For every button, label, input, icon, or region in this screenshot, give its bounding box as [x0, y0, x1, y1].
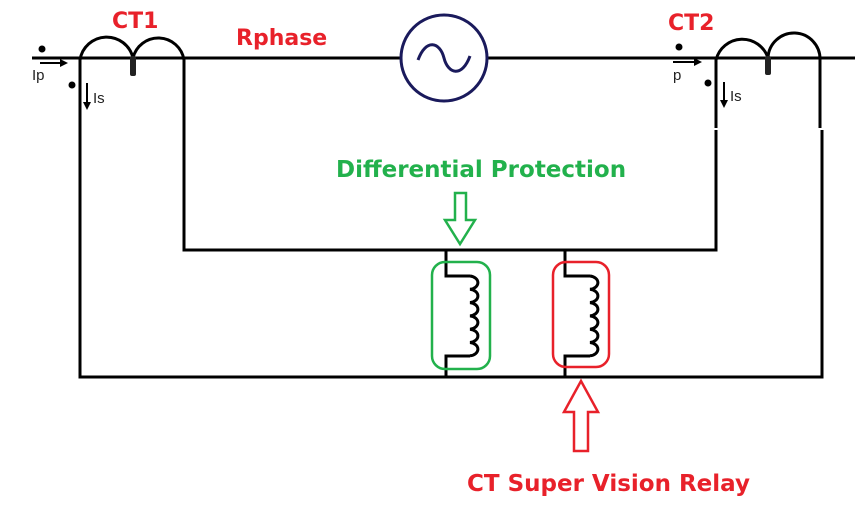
ct2-primary-polarity-dot [675, 43, 683, 51]
inner-loop-wire [182, 130, 718, 252]
ct2-core-tab [765, 56, 771, 75]
ct1-primary-polarity-dot [38, 45, 46, 53]
supervision-pointer-arrow [561, 378, 601, 453]
differential-relay [430, 250, 492, 377]
ct2-label: CT2 [668, 11, 714, 36]
supervision-relay-label: CT Super Vision Relay [467, 471, 750, 497]
ct1-ip-label: Ip [32, 67, 45, 84]
ct1-secondary-polarity-dot [68, 81, 76, 89]
differential-protection-label: Differential Protection [336, 157, 626, 183]
differential-relay-highlight [430, 260, 492, 371]
ct2-symbol: p Is [673, 31, 822, 128]
ct1-label: CT1 [112, 9, 158, 34]
ct1-is-label: Is [93, 90, 105, 107]
supervision-relay-highlight [551, 260, 611, 369]
ct2-ip-label: p [673, 67, 681, 84]
ct2-secondary-polarity-dot [704, 79, 712, 87]
differential-pointer-arrow [442, 191, 478, 247]
rphase-label: Rphase [236, 26, 327, 51]
ct1-symbol: Ip Is [32, 35, 186, 132]
ac-source [399, 13, 489, 103]
outer-loop-wire [78, 130, 824, 379]
sine-wave-icon [416, 43, 472, 73]
differential-relay-coil [469, 274, 480, 358]
supervision-relay-coil [589, 274, 600, 358]
supervision-relay [551, 250, 611, 377]
ct1-core-tab [130, 56, 136, 76]
ct2-is-label: Is [730, 88, 742, 105]
